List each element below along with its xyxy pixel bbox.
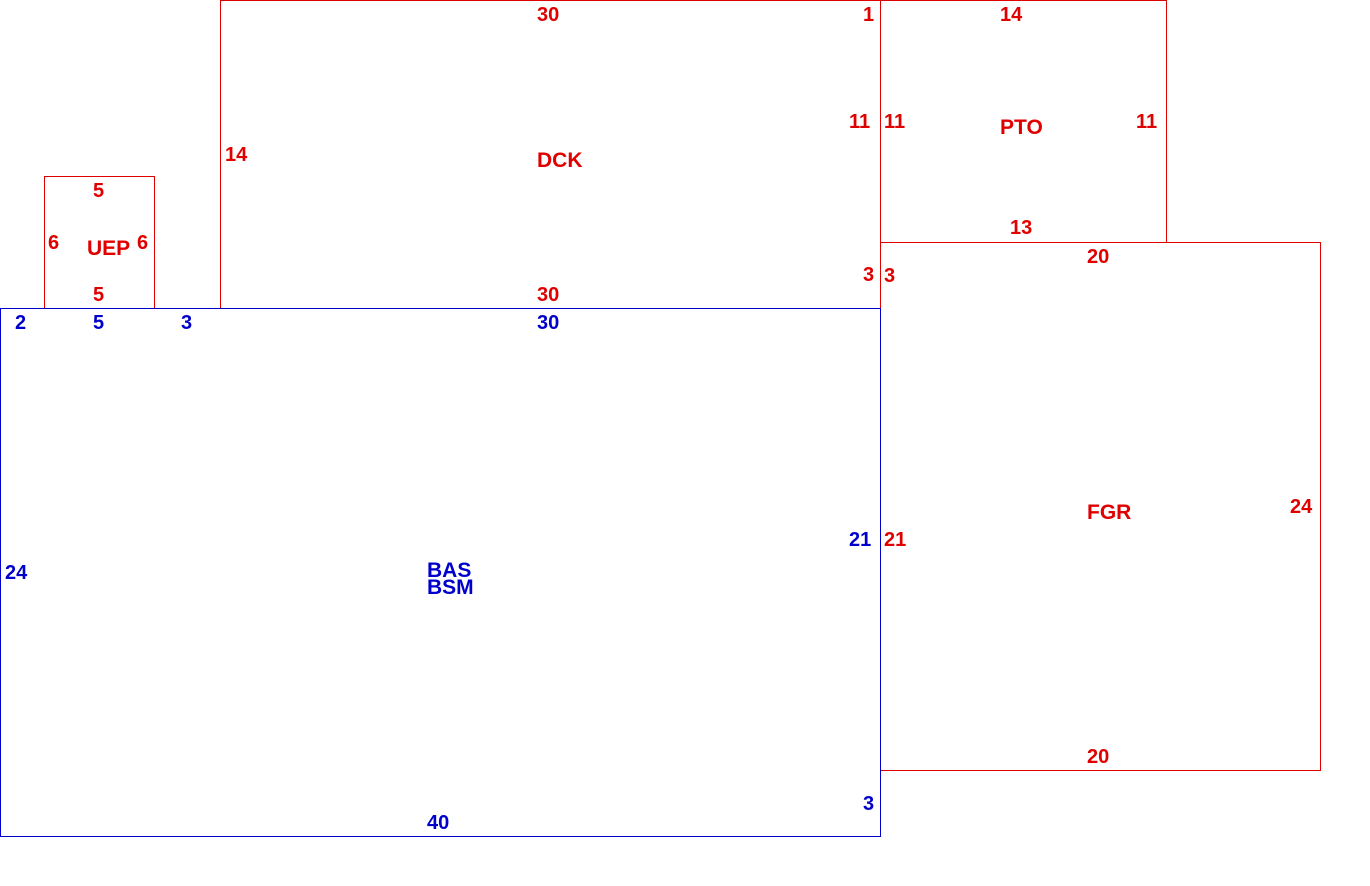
room-bas-left-dim: 24: [5, 562, 28, 584]
room-bas-top-dim-b: 5: [93, 312, 105, 334]
room-uep-bottom-dim: 5: [93, 284, 105, 306]
room-bas-top-dim-c: 3: [181, 312, 193, 334]
room-bas-bottom-dim: 40: [427, 812, 450, 834]
room-bas: [0, 308, 881, 837]
room-dck-top-dim: 30: [537, 4, 560, 26]
room-dck-corner-dim: 1: [863, 4, 875, 26]
room-fgr-bottom-dim: 20: [1087, 746, 1110, 768]
room-dck-bottom-dim: 30: [537, 284, 560, 306]
room-uep-label: UEP: [87, 237, 131, 260]
room-fgr-right-dim: 24: [1290, 496, 1313, 518]
room-bas-top-dim-d: 30: [537, 312, 560, 334]
room-bas-label: BAS: [427, 559, 472, 582]
room-bas-right-dim: 21: [849, 529, 872, 551]
room-uep-top-dim: 5: [93, 180, 105, 202]
room-pto-left-dim: 11: [884, 111, 906, 133]
room-fgr-label: FGR: [1087, 501, 1132, 524]
room-uep-left-dim: 6: [48, 232, 60, 254]
room-uep-right-dim: 6: [137, 232, 149, 254]
room-pto-top-dim: 14: [1000, 4, 1023, 26]
room-fgr-corner-right-dim: 3: [884, 265, 896, 287]
room-pto-label: PTO: [1000, 116, 1043, 139]
room-dck-label: DCK: [537, 149, 583, 172]
room-fgr-left-dim: 21: [884, 529, 907, 551]
room-fgr-corner-left-dim: 3: [863, 264, 875, 286]
room-fgr-top-dim: 20: [1087, 246, 1110, 268]
room-dck-right-dim: 11: [849, 111, 871, 133]
room-bsm-label: BSM: [427, 576, 474, 599]
room-dck-left-dim: 14: [225, 144, 248, 166]
room-bas-right-bottom-dim: 3: [863, 793, 875, 815]
room-pto-bottom-dim: 13: [1010, 217, 1033, 239]
room-bas-top-dim-a: 2: [15, 312, 27, 334]
room-pto-right-dim: 11: [1136, 111, 1158, 133]
